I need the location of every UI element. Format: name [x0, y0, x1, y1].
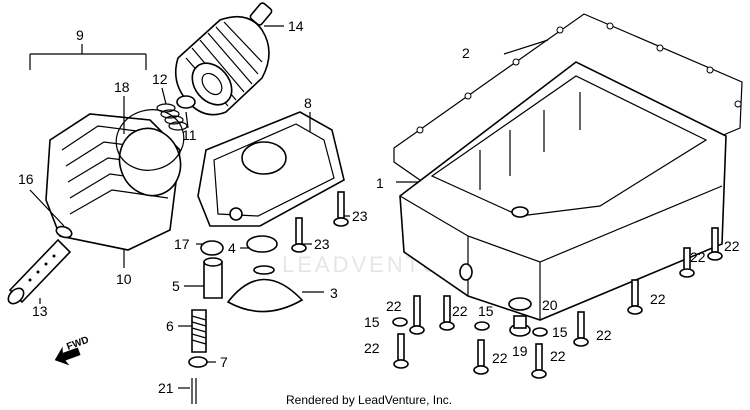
bolt-22-d[interactable]	[573, 311, 589, 347]
bolt-22-i[interactable]	[393, 333, 409, 369]
callout-22h: 22	[690, 249, 706, 265]
washer-15-b[interactable]	[474, 321, 490, 331]
callout-7: 7	[220, 354, 228, 370]
relief-spring[interactable]	[191, 309, 207, 353]
footer-credit: Rendered by LeadVenture, Inc.	[286, 393, 452, 407]
callout-6: 6	[166, 318, 174, 334]
callout-22a: 22	[386, 298, 402, 314]
washer[interactable]	[176, 95, 196, 109]
washer-7[interactable]	[188, 356, 208, 368]
strainer-housing[interactable]	[197, 111, 345, 227]
callout-22e: 22	[550, 348, 566, 364]
leader-lines	[29, 25, 549, 389]
callout-4: 4	[228, 240, 236, 256]
washer-15-c[interactable]	[532, 327, 548, 337]
washer-15-a[interactable]	[392, 317, 408, 327]
bolt-22-b[interactable]	[707, 227, 723, 261]
bolt-23-b[interactable]	[291, 217, 307, 253]
callout-3: 3	[330, 285, 338, 301]
callout-8: 8	[304, 95, 312, 111]
callout-22d: 22	[492, 350, 508, 366]
o-ring-17[interactable]	[200, 240, 224, 256]
bolt-22-c[interactable]	[627, 279, 643, 315]
strainer-screen[interactable]	[226, 265, 304, 313]
drain-washer[interactable]	[508, 297, 532, 311]
oil-pan[interactable]	[399, 61, 727, 321]
callout-16: 16	[18, 171, 34, 187]
bolt-22-a[interactable]	[679, 247, 695, 278]
callout-23a: 23	[352, 208, 368, 224]
callout-22g: 22	[650, 291, 666, 307]
bolt-23-a[interactable]	[333, 191, 349, 227]
callout-18: 18	[114, 79, 130, 95]
callout-22i: 22	[724, 238, 740, 254]
callout-22c: 22	[364, 340, 380, 356]
bolt-22-h[interactable]	[409, 295, 425, 335]
callout-15a: 15	[364, 314, 380, 330]
callout-9: 9	[76, 27, 84, 43]
callout-17: 17	[174, 236, 190, 252]
callout-14: 14	[288, 18, 304, 34]
spring[interactable]	[156, 103, 188, 131]
washer-4[interactable]	[246, 235, 278, 253]
bolt-22-g[interactable]	[439, 295, 455, 331]
fwd-arrow: FWD	[54, 335, 90, 366]
callout-15b: 15	[478, 303, 494, 319]
callout-13: 13	[32, 303, 48, 319]
bolt-22-e[interactable]	[531, 343, 547, 379]
callout-5: 5	[172, 278, 180, 294]
callout-12: 12	[152, 71, 168, 87]
callout-20: 20	[542, 297, 558, 313]
callout-21: 21	[158, 380, 174, 396]
oil-filter-cover[interactable]	[45, 113, 190, 251]
filter-bolt[interactable]	[5, 238, 72, 307]
callout-23b: 23	[314, 236, 330, 252]
cotter-pin[interactable]	[191, 378, 197, 404]
o-ring[interactable]	[109, 102, 190, 178]
o-ring-small[interactable]	[55, 225, 73, 240]
callout-2: 2	[462, 45, 470, 61]
pipe[interactable]	[203, 257, 223, 299]
drain-bolt[interactable]	[509, 315, 531, 337]
bolt-22-f[interactable]	[473, 339, 489, 375]
oil-filter-element[interactable]	[174, 2, 273, 116]
callout-1: 1	[376, 175, 384, 191]
callout-11: 11	[182, 127, 197, 143]
callout-22f: 22	[596, 327, 612, 343]
callout-10: 10	[116, 271, 132, 287]
callout-19: 19	[512, 343, 528, 359]
callout-15c: 15	[552, 324, 568, 340]
callout-22b: 22	[452, 303, 468, 319]
